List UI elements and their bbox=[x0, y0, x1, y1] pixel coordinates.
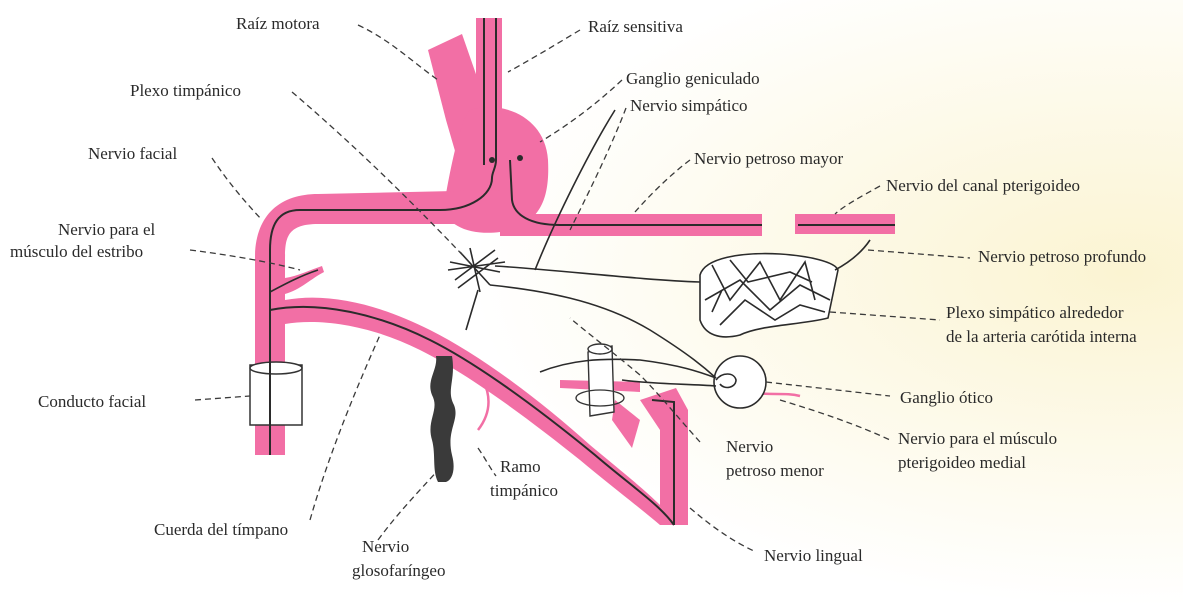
label-ramo-timpanico-1: Ramo bbox=[500, 457, 541, 476]
label-glosofaringeo-1: Nervio bbox=[362, 537, 409, 556]
label-nervio-pterigoideo-2: pterigoideo medial bbox=[898, 453, 1026, 472]
otic-ganglion-circle bbox=[714, 356, 766, 408]
facial-canal bbox=[250, 362, 302, 425]
label-nervio-lingual: Nervio lingual bbox=[764, 546, 863, 565]
label-raiz-motora: Raíz motora bbox=[236, 14, 320, 33]
label-nervio-pterigoideo-1: Nervio para el músculo bbox=[898, 429, 1057, 448]
label-nervio-petroso-mayor: Nervio petroso mayor bbox=[694, 149, 844, 168]
label-nervio-petroso-profundo: Nervio petroso profundo bbox=[978, 247, 1146, 266]
label-nervio-estribo-2: músculo del estribo bbox=[10, 242, 143, 261]
label-plexo-simpatico-2: de la arteria carótida interna bbox=[946, 327, 1137, 346]
label-plexo-simpatico-1: Plexo simpático alrededor bbox=[946, 303, 1124, 322]
label-ganglio-geniculado: Ganglio geniculado bbox=[626, 69, 760, 88]
label-petroso-menor-2: petroso menor bbox=[726, 461, 824, 480]
label-nervio-estribo-1: Nervio para el bbox=[58, 220, 156, 239]
label-nervio-canal-pterigoideo: Nervio del canal pterigoideo bbox=[886, 176, 1080, 195]
label-nervio-simpatico: Nervio simpático bbox=[630, 96, 748, 115]
label-raiz-sensitiva: Raíz sensitiva bbox=[588, 17, 683, 36]
label-glosofaringeo-2: glosofaríngeo bbox=[352, 561, 445, 580]
label-ganglio-otico: Ganglio ótico bbox=[900, 388, 993, 407]
label-nervio-facial: Nervio facial bbox=[88, 144, 177, 163]
label-ramo-timpanico-2: timpánico bbox=[490, 481, 558, 500]
label-cuerda-timpano: Cuerda del tímpano bbox=[154, 520, 288, 539]
label-conducto-facial: Conducto facial bbox=[38, 392, 146, 411]
label-petroso-menor-1: Nervio bbox=[726, 437, 773, 456]
label-plexo-timpanico: Plexo timpánico bbox=[130, 81, 241, 100]
